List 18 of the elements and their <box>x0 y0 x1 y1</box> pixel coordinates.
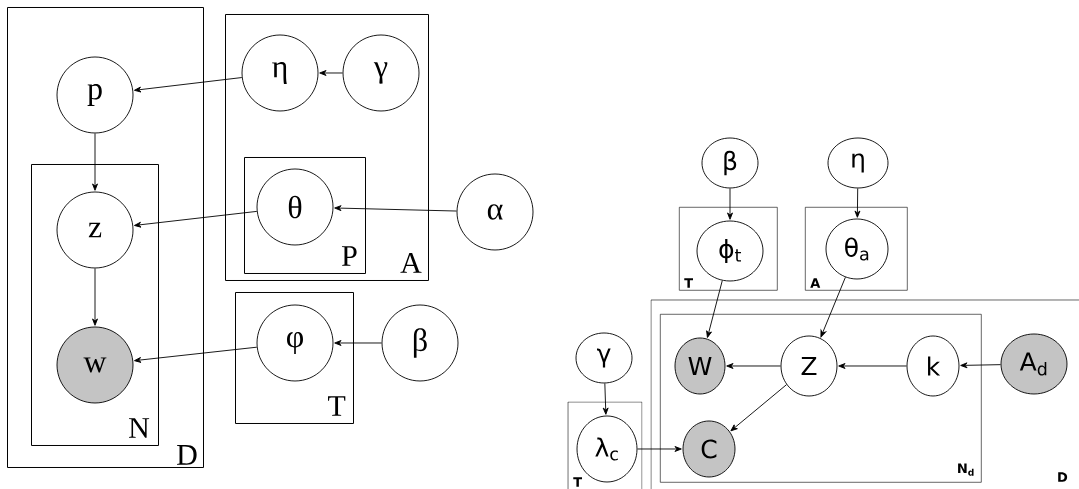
arrow <box>319 70 343 76</box>
arrow <box>602 383 609 415</box>
arrow <box>133 77 243 93</box>
arrow <box>334 205 457 212</box>
arrow <box>854 188 861 218</box>
arrow <box>92 268 98 326</box>
arrow <box>134 346 258 363</box>
arrow <box>820 276 846 338</box>
arrow <box>960 362 1001 369</box>
arrow <box>706 280 723 338</box>
arrow <box>334 340 382 346</box>
arrow <box>134 210 258 228</box>
arrow <box>726 363 781 369</box>
arrow <box>838 363 907 369</box>
arrow <box>92 133 98 191</box>
arrow <box>727 188 733 220</box>
arrow <box>730 384 787 432</box>
arrow <box>637 446 682 452</box>
